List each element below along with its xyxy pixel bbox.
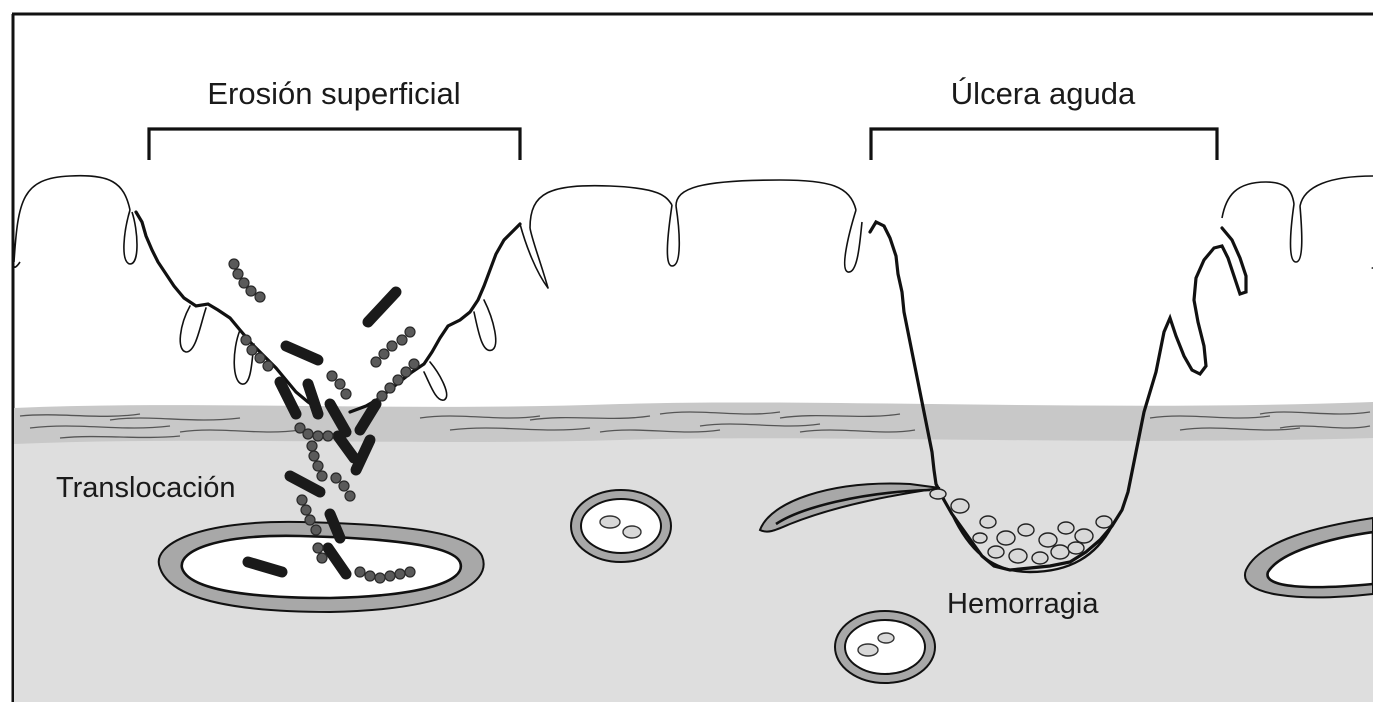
- small-vessel-bottom: [835, 611, 935, 683]
- small-vessel-middle: [571, 490, 671, 562]
- hemorrhage-label: Hemorragia: [947, 588, 1099, 620]
- erosion-label: Erosión superficial: [207, 76, 460, 111]
- translocation-label: Translocación: [56, 472, 235, 504]
- muscularis-mucosae-band: [14, 402, 1373, 444]
- large-vessel-left: [159, 522, 484, 612]
- ulcer-label: Úlcera aguda: [951, 76, 1136, 111]
